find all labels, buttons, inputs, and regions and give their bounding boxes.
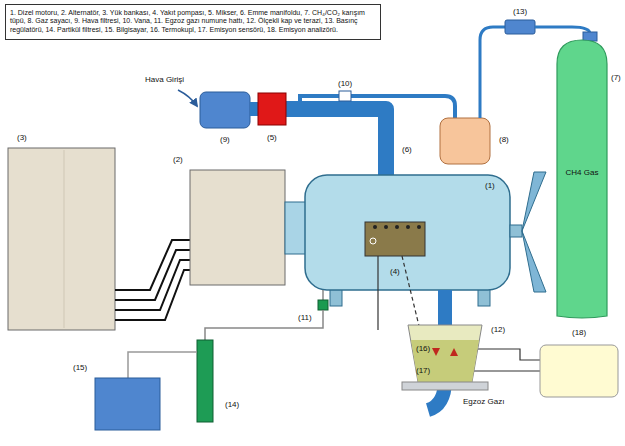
node-text: 1. Dizel motoru, 2. Alternatör, 3. Yük b…: [10, 9, 376, 34]
scale: [402, 382, 488, 390]
callout-number: (14): [225, 401, 239, 410]
fuel-line: [377, 256, 378, 330]
mixer: [258, 93, 286, 125]
injector-dot: [395, 225, 399, 229]
flow-arrow: [450, 348, 458, 356]
callout-number: (18): [572, 329, 586, 338]
valve: [339, 91, 351, 101]
callout-number: (1): [485, 182, 495, 191]
callout-number: (13): [513, 8, 527, 17]
gas-line: [300, 96, 455, 118]
pump-port: [370, 238, 376, 244]
sample-valve: [318, 300, 328, 310]
emission-analyzer: [540, 345, 618, 397]
measuring-cup: [408, 325, 482, 382]
computer: [95, 378, 160, 430]
coupling: [285, 202, 307, 254]
sample-line: [205, 310, 323, 340]
callout-number: (8): [499, 136, 509, 145]
callout-number: (3): [17, 134, 27, 143]
callout-number: (15): [73, 364, 87, 373]
callout-number: (11): [298, 314, 312, 323]
load-bank: [8, 148, 115, 330]
power-wire: [115, 250, 190, 300]
callout-number: (5): [267, 134, 277, 143]
fan-blade: [522, 172, 546, 231]
callout-number: (10): [338, 80, 352, 89]
fuel-pump: [365, 222, 425, 256]
legend-box: 1. Dizel motoru, 2. Alternatör, 3. Yük b…: [5, 4, 381, 40]
gas-meter: [440, 118, 490, 164]
flow-label: Egzoz Gazı: [463, 398, 504, 407]
cylinder-text-area: CH4 Gas: [558, 168, 606, 178]
pressure-regulator: [505, 20, 535, 34]
callout-number: (2): [173, 156, 183, 165]
callout-number: (4): [390, 268, 400, 277]
gas-hose: [535, 27, 590, 34]
power-wire: [115, 270, 190, 320]
fuel-level: [411, 340, 479, 382]
flow-label: Hava Girişi: [145, 76, 184, 85]
injector-dot: [384, 225, 388, 229]
callout-number: (7): [611, 74, 621, 83]
callout-number: (9): [220, 136, 230, 145]
cylinder-body: [557, 40, 607, 318]
panel-divider: [64, 150, 65, 328]
flow-arrow: [432, 348, 440, 356]
cylinder-outline: [556, 38, 608, 320]
return-line: [402, 256, 420, 330]
sample-line: [322, 290, 324, 300]
injector-dot: [406, 225, 410, 229]
air-inlet-arrow: [178, 90, 197, 106]
filter-neck: [250, 102, 258, 116]
node-text: CH4 Gas: [558, 168, 606, 178]
diesel-engine: [305, 175, 510, 290]
fan-shaft: [510, 225, 522, 237]
intake-pipe: [286, 109, 386, 180]
air-filter: [200, 92, 250, 128]
callout-number: (16): [416, 345, 430, 354]
gas-cylinder: CH4 Gas: [556, 38, 608, 320]
callout-number: (6): [402, 146, 412, 155]
fan-blade: [522, 231, 546, 292]
data-cable: [128, 352, 197, 378]
alternator: [190, 170, 285, 285]
injector-dot: [373, 225, 377, 229]
callout-number: (17): [416, 367, 430, 376]
injector-dot: [417, 225, 421, 229]
gas-hose: [480, 27, 505, 118]
callout-number: (12): [491, 326, 505, 335]
particle-filter: [197, 340, 213, 422]
